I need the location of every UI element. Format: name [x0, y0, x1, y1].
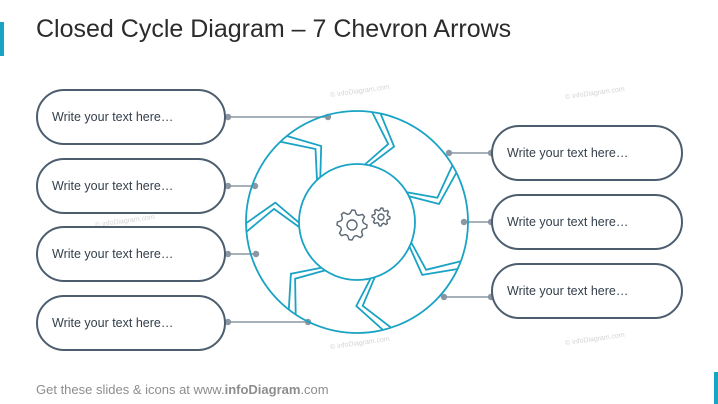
chevron-divider: [361, 276, 392, 329]
text-box-label: Write your text here…: [52, 316, 174, 330]
gears-icon: [336, 207, 391, 241]
footer-brand[interactable]: infoDiagram: [224, 382, 301, 397]
connector-dots: [224, 113, 495, 326]
chevron-divider: [364, 111, 390, 166]
chevron-dividers: [245, 111, 462, 331]
text-box-right-2[interactable]: Write your text here…: [491, 194, 683, 250]
chevron-divider: [406, 164, 454, 199]
text-box-label: Write your text here…: [52, 110, 174, 124]
text-box-label: Write your text here…: [507, 215, 629, 229]
accent-bar-right: [714, 372, 718, 404]
text-box-right-3[interactable]: Write your text here…: [491, 263, 683, 319]
slide-title: Closed Cycle Diagram – 7 Chevron Arrows: [36, 15, 512, 43]
gear-outline: [336, 209, 368, 241]
chevron-divider: [355, 277, 384, 331]
chevron-divider: [408, 246, 458, 276]
gear-hole: [377, 213, 385, 221]
text-box-label: Write your text here…: [52, 179, 174, 193]
chevron-divider: [410, 242, 462, 271]
footer-suffix: .com: [300, 382, 329, 397]
chevron-divider: [294, 269, 326, 315]
connector-lines: [227, 116, 491, 323]
chevron-divider: [245, 201, 300, 225]
chevron-divider: [245, 207, 300, 233]
accent-bar-left: [0, 22, 4, 56]
chevron-divider: [368, 113, 396, 167]
text-box-label: Write your text here…: [52, 247, 174, 261]
chevron-divider: [287, 266, 322, 310]
gear-outline: [371, 207, 391, 227]
text-box-left-4[interactable]: Write your text here…: [36, 295, 226, 351]
footer-prefix: Get these slides & icons at www.: [36, 382, 225, 397]
inner-ring: [298, 163, 416, 281]
chevron-divider: [280, 140, 318, 181]
outer-ring: [245, 110, 469, 334]
text-box-right-1[interactable]: Write your text here…: [491, 125, 683, 181]
text-box-label: Write your text here…: [507, 146, 629, 160]
footer-text: Get these slides & icons at www.infoDiag…: [36, 382, 329, 397]
text-box-left-2[interactable]: Write your text here…: [36, 158, 226, 214]
gear-hole: [346, 219, 358, 231]
text-box-left-3[interactable]: Write your text here…: [36, 226, 226, 282]
text-box-label: Write your text here…: [507, 284, 629, 298]
chevron-divider: [408, 172, 458, 206]
text-box-left-1[interactable]: Write your text here…: [36, 89, 226, 145]
chevron-divider: [286, 135, 323, 178]
